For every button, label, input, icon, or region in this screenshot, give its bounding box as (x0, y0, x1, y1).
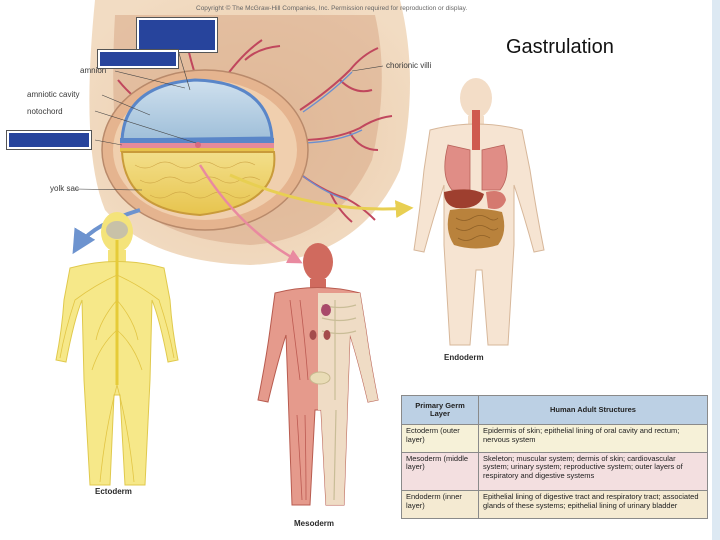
caption-endoderm: Endoderm (444, 353, 484, 362)
copyright-notice: Copyright © The McGraw-Hill Companies, I… (196, 5, 467, 12)
table-cell-layer: Endoderm (inner layer) (402, 491, 479, 519)
table-cell-structures: Epidermis of skin; epithelial lining of … (479, 425, 708, 453)
table-row: Ectoderm (outer layer) Epidermis of skin… (402, 425, 708, 453)
ectoderm-figure (56, 212, 178, 485)
table-row: Endoderm (inner layer) Epithelial lining… (402, 491, 708, 519)
slide-edge-bar (712, 0, 720, 540)
table-header-structures: Human Adult Structures (479, 396, 708, 425)
blank-label-box-1[interactable] (137, 18, 217, 52)
table-cell-structures: Epithelial lining of digestive tract and… (479, 491, 708, 519)
table-header-row: Primary Germ Layer Human Adult Structure… (402, 396, 708, 425)
caption-ectoderm: Ectoderm (95, 487, 132, 496)
table-cell-layer: Ectoderm (outer layer) (402, 425, 479, 453)
endoderm-figure (414, 78, 544, 345)
label-chorionic-villi: chorionic villi (386, 61, 432, 70)
table-cell-layer: Mesoderm (middle layer) (402, 452, 479, 490)
label-notochord: notochord (27, 107, 63, 116)
table-row: Mesoderm (middle layer) Skeleton; muscul… (402, 452, 708, 490)
label-yolk-sac: yolk sac (50, 184, 79, 193)
caption-mesoderm: Mesoderm (294, 519, 334, 528)
table-header-layer: Primary Germ Layer (402, 396, 479, 425)
mesoderm-figure (258, 243, 378, 505)
blank-label-box-2[interactable] (98, 50, 178, 68)
label-amniotic-cavity: amniotic cavity (27, 90, 79, 99)
germ-layer-table: Primary Germ Layer Human Adult Structure… (401, 395, 708, 519)
table-cell-structures: Skeleton; muscular system; dermis of ski… (479, 452, 708, 490)
slide-title: Gastrulation (506, 36, 614, 59)
blank-label-box-3[interactable] (7, 131, 91, 149)
